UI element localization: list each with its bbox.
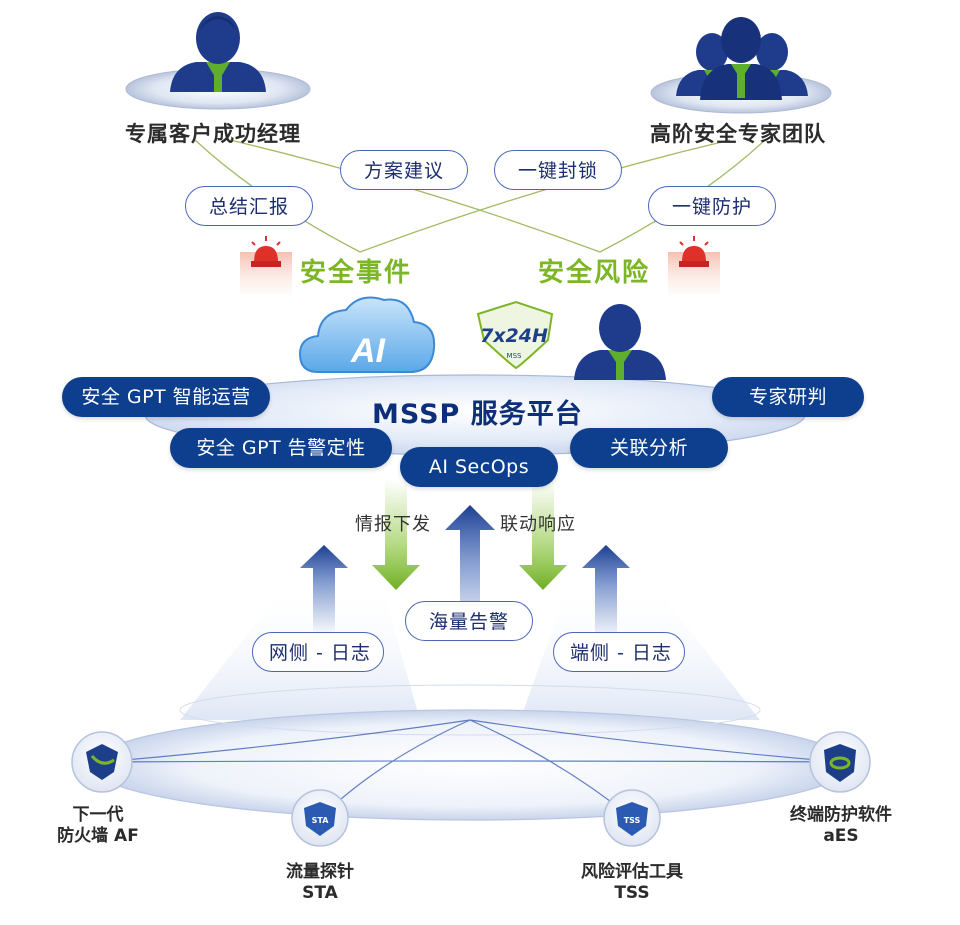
right-role-label: 高阶安全专家团队 bbox=[650, 122, 826, 146]
downward-arrow-left bbox=[372, 480, 420, 590]
aes-line1: 终端防护软件 bbox=[790, 805, 892, 825]
one-click-protect-pill: 一键防护 bbox=[648, 186, 776, 226]
device-base bbox=[89, 709, 851, 821]
af-line2: 防火墙 AF bbox=[57, 826, 139, 846]
af-product-icon bbox=[71, 731, 133, 793]
right-alarm-icon bbox=[668, 236, 720, 294]
downward-arrow-right bbox=[519, 480, 567, 590]
ai-secops-pill: AI SecOps bbox=[400, 447, 558, 487]
gpt-ops-pill: 安全 GPT 智能运营 bbox=[62, 377, 270, 417]
left-role-label: 专属客户成功经理 bbox=[125, 122, 301, 146]
tss-product-icon: TSS bbox=[603, 789, 661, 847]
af-line1: 下一代 bbox=[72, 805, 124, 825]
expert-analysis-pill: 专家研判 bbox=[712, 377, 864, 417]
ai-cloud-icon: AI bbox=[298, 296, 436, 373]
sta-line2: STA bbox=[302, 883, 338, 903]
network-log-pill: 网侧 - 日志 bbox=[252, 632, 384, 672]
upward-arrow-left bbox=[300, 545, 348, 635]
mass-alerts-pill: 海量告警 bbox=[405, 601, 533, 641]
svg-text:STA: STA bbox=[312, 816, 330, 825]
security-risk-label: 安全风险 bbox=[538, 258, 651, 288]
svg-text:MSS: MSS bbox=[507, 352, 522, 360]
platform-expert-icon bbox=[574, 304, 666, 380]
summary-report-pill: 总结汇报 bbox=[185, 186, 313, 226]
linkage-response-label: 联动响应 bbox=[500, 514, 576, 535]
security-event-label: 安全事件 bbox=[300, 258, 413, 288]
tss-line1: 风险评估工具 bbox=[581, 862, 683, 882]
tss-product-label: 风险评估工具 TSS bbox=[570, 862, 694, 904]
correlation-analysis-pill: 关联分析 bbox=[570, 428, 728, 468]
aes-product-icon bbox=[809, 731, 871, 793]
manager-person-icon bbox=[170, 12, 266, 92]
7x24h-badge-icon: 7x24H MSS bbox=[476, 300, 554, 370]
solution-advice-pill: 方案建议 bbox=[340, 150, 468, 190]
sta-product-label: 流量探针 STA bbox=[270, 862, 370, 904]
aes-product-label: 终端防护软件 aES bbox=[776, 805, 906, 847]
af-product-label: 下一代 防火墙 AF bbox=[46, 805, 150, 847]
expert-team-icon bbox=[676, 17, 808, 100]
tss-line2: TSS bbox=[614, 883, 650, 903]
one-click-block-pill: 一键封锁 bbox=[494, 150, 622, 190]
svg-text:AI: AI bbox=[350, 332, 387, 370]
intel-dispatch-label: 情报下发 bbox=[355, 514, 431, 535]
upward-arrow-center bbox=[445, 505, 495, 640]
svg-text:TSS: TSS bbox=[624, 816, 641, 825]
svg-text:7x24H: 7x24H bbox=[480, 325, 548, 347]
upward-arrow-right bbox=[582, 545, 630, 640]
gpt-alert-pill: 安全 GPT 告警定性 bbox=[170, 428, 392, 468]
endpoint-log-pill: 端侧 - 日志 bbox=[553, 632, 685, 672]
aes-line2: aES bbox=[823, 826, 859, 846]
sta-product-icon: STA bbox=[291, 789, 349, 847]
sta-line1: 流量探针 bbox=[286, 862, 354, 882]
left-alarm-icon bbox=[240, 236, 292, 294]
platform-title: MSSP 服务平台 bbox=[372, 399, 583, 430]
